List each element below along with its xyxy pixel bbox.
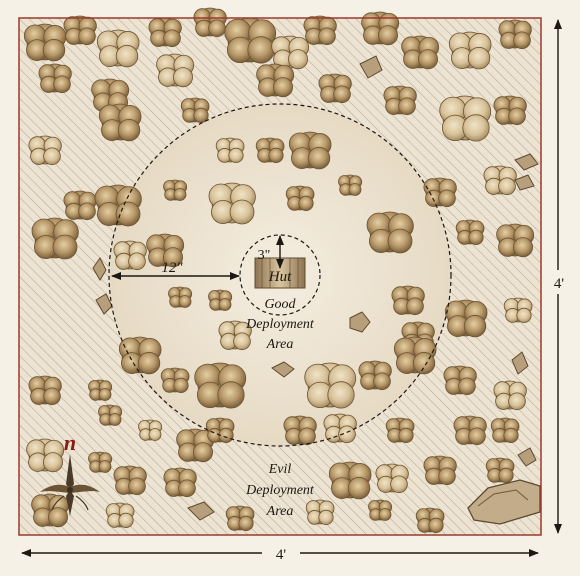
large-rock — [467, 479, 541, 525]
good-area-label-line3: Area — [266, 337, 294, 352]
evil-area-label-line1: Evil — [268, 462, 292, 477]
evil-area-label-line2: Deployment — [245, 483, 315, 498]
compass-n-label: n — [64, 430, 76, 455]
radius-3-label: 3" — [258, 248, 271, 263]
hut-boundary — [239, 234, 321, 316]
radius-12-label: 12" — [161, 260, 183, 276]
hut-label: Hut — [268, 269, 292, 285]
good-area-label-line1: Good — [264, 297, 296, 312]
compass-icon — [40, 454, 100, 516]
evil-area-label-line3: Area — [266, 504, 294, 519]
rocks — [92, 55, 541, 525]
good-area-label-line2: Deployment — [245, 317, 315, 332]
board-width-label: 4' — [276, 547, 287, 563]
tree-clusters — [23, 7, 535, 534]
board-border — [18, 17, 542, 536]
deployment-boundary — [108, 103, 452, 447]
board-height-label: 4' — [554, 276, 565, 292]
